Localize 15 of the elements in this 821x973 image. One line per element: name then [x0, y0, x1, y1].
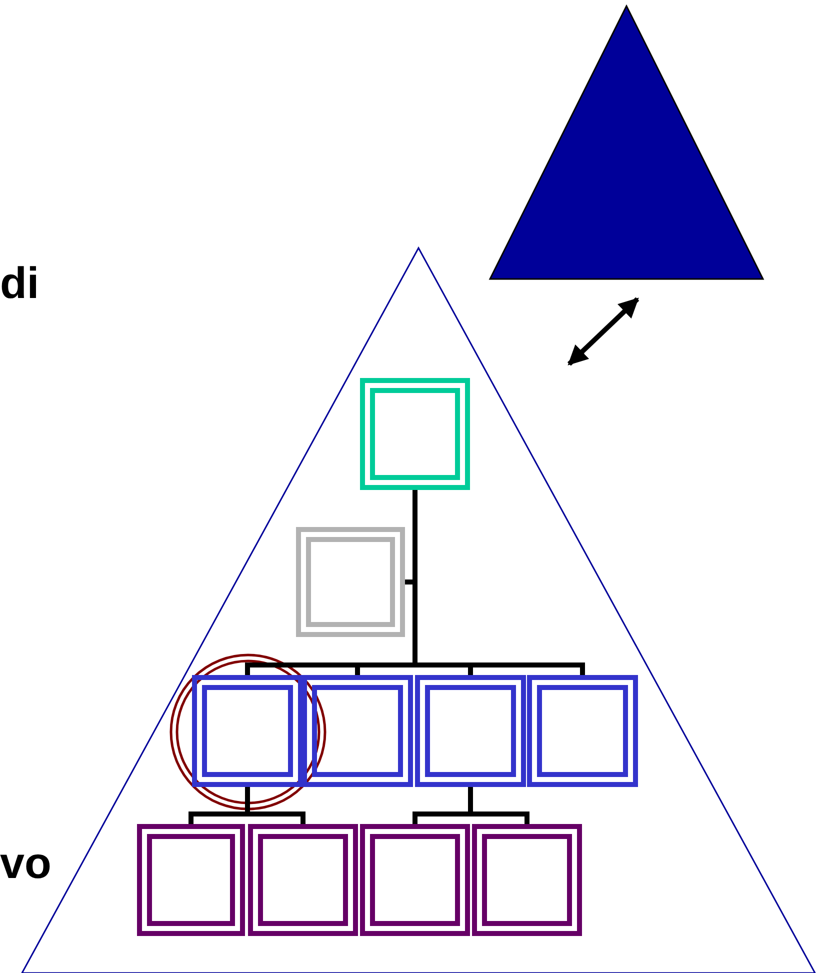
- highlight-circle: [169, 653, 327, 811]
- heading-text-fragment: di: [0, 262, 40, 306]
- double-headed-arrow: [567, 297, 640, 366]
- square-box: [137, 824, 245, 936]
- square-box: [415, 675, 526, 787]
- square-box: [302, 675, 413, 787]
- square-box: [527, 675, 638, 787]
- square-box: [296, 527, 405, 637]
- square-box: [192, 675, 303, 787]
- heading-text-fragment: vo: [0, 842, 52, 886]
- triangle-shape: [490, 6, 763, 279]
- square-box: [472, 824, 582, 936]
- square-box: [360, 378, 470, 490]
- square-box: [360, 824, 470, 936]
- square-box: [248, 824, 358, 936]
